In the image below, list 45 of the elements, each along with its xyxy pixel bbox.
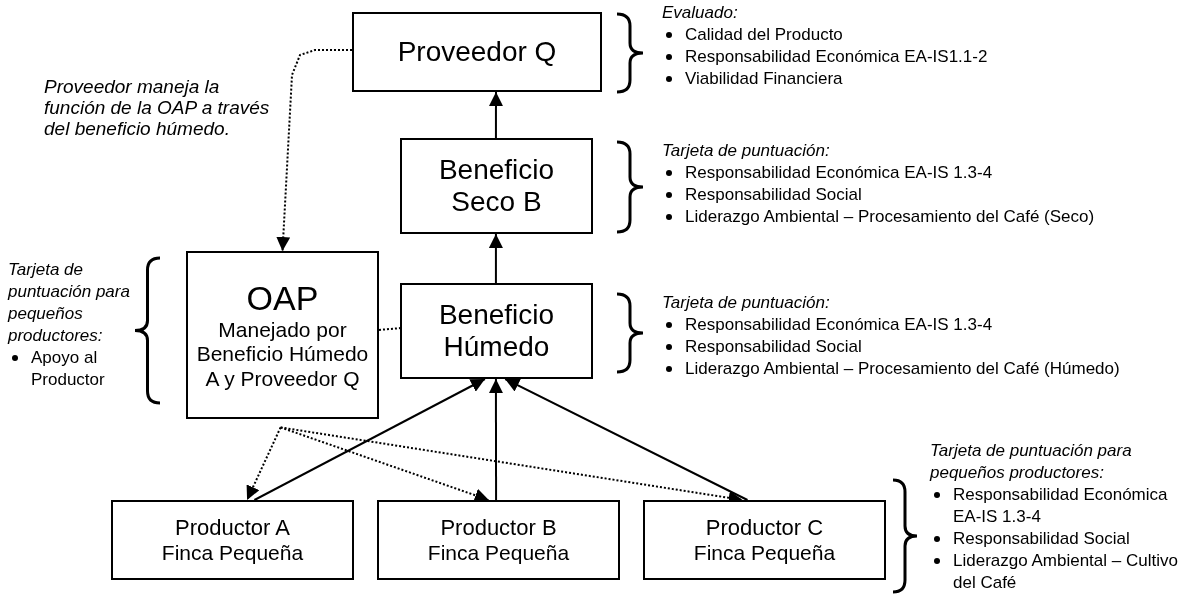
list-heading: Tarjeta de puntuación para pequeños productores: xyxy=(8,259,131,347)
list-item: Liderazgo Ambiental – Procesamiento del Café (Húmedo) xyxy=(685,358,1120,380)
list-item: Responsabilidad Social xyxy=(685,336,862,358)
arrow xyxy=(488,378,503,501)
arrow xyxy=(246,426,282,501)
node-title: Productor C xyxy=(704,515,825,541)
node-subtitle: Finca Pequeña xyxy=(426,540,571,565)
arrow xyxy=(489,91,503,139)
list-item: Calidad del Producto xyxy=(685,24,843,46)
note-text: Proveedor maneja la función de la OAP a través del beneficio húmedo. xyxy=(44,76,271,139)
arrow xyxy=(488,233,503,284)
process-box xyxy=(186,251,379,419)
process-box xyxy=(111,500,354,580)
node-title: Beneficio Húmedo xyxy=(437,298,556,364)
list-item: Responsabilidad Económica EA-IS 1.3-4 xyxy=(685,314,993,336)
list-heading: Evaluado: xyxy=(662,2,739,24)
arrow xyxy=(276,49,353,252)
node-subtitle: Finca Pequeña xyxy=(692,540,837,565)
arrow xyxy=(253,378,486,501)
node-title: OAP xyxy=(245,279,320,319)
list-item: Responsabilidad Económica EA-IS1.1-2 xyxy=(685,46,988,68)
process-box xyxy=(352,12,602,92)
list-heading: Tarjeta de puntuación: xyxy=(662,140,831,162)
process-box xyxy=(643,500,886,580)
list-item: Liderazgo Ambiental – Cultivo del Café xyxy=(953,550,1179,594)
process-box xyxy=(400,283,593,379)
list-item: Responsabilidad Social xyxy=(685,184,862,206)
node-subtitle: Finca Pequeña xyxy=(160,540,305,565)
process-box xyxy=(400,138,593,234)
list-heading: Tarjeta de puntuación para pequeños productores: xyxy=(930,440,1133,484)
list-heading: Tarjeta de puntuación: xyxy=(662,292,831,314)
node-subtitle: Manejado por Beneficio Húmedo A y Proveedor Q xyxy=(195,318,370,391)
list-item: Responsabilidad Económica EA-IS 1.3-4 xyxy=(685,162,993,184)
node-title: Productor A xyxy=(174,515,291,541)
node-title: Beneficio Seco B xyxy=(437,153,556,219)
list-item: Liderazgo Ambiental – Procesamiento del Café (Seco) xyxy=(685,206,1095,228)
arrow xyxy=(504,378,749,501)
list-item: Apoyo al Productor xyxy=(31,347,106,391)
list-item: Responsabilidad Social xyxy=(953,528,1130,550)
node-title: Productor B xyxy=(439,515,558,541)
list-item: Viabilidad Financiera xyxy=(685,68,843,90)
node-title: Proveedor Q xyxy=(396,35,558,69)
process-box xyxy=(377,500,620,580)
list-item: Responsabilidad Económica EA-IS 1.3-4 xyxy=(953,484,1169,528)
connector-line xyxy=(378,327,401,331)
